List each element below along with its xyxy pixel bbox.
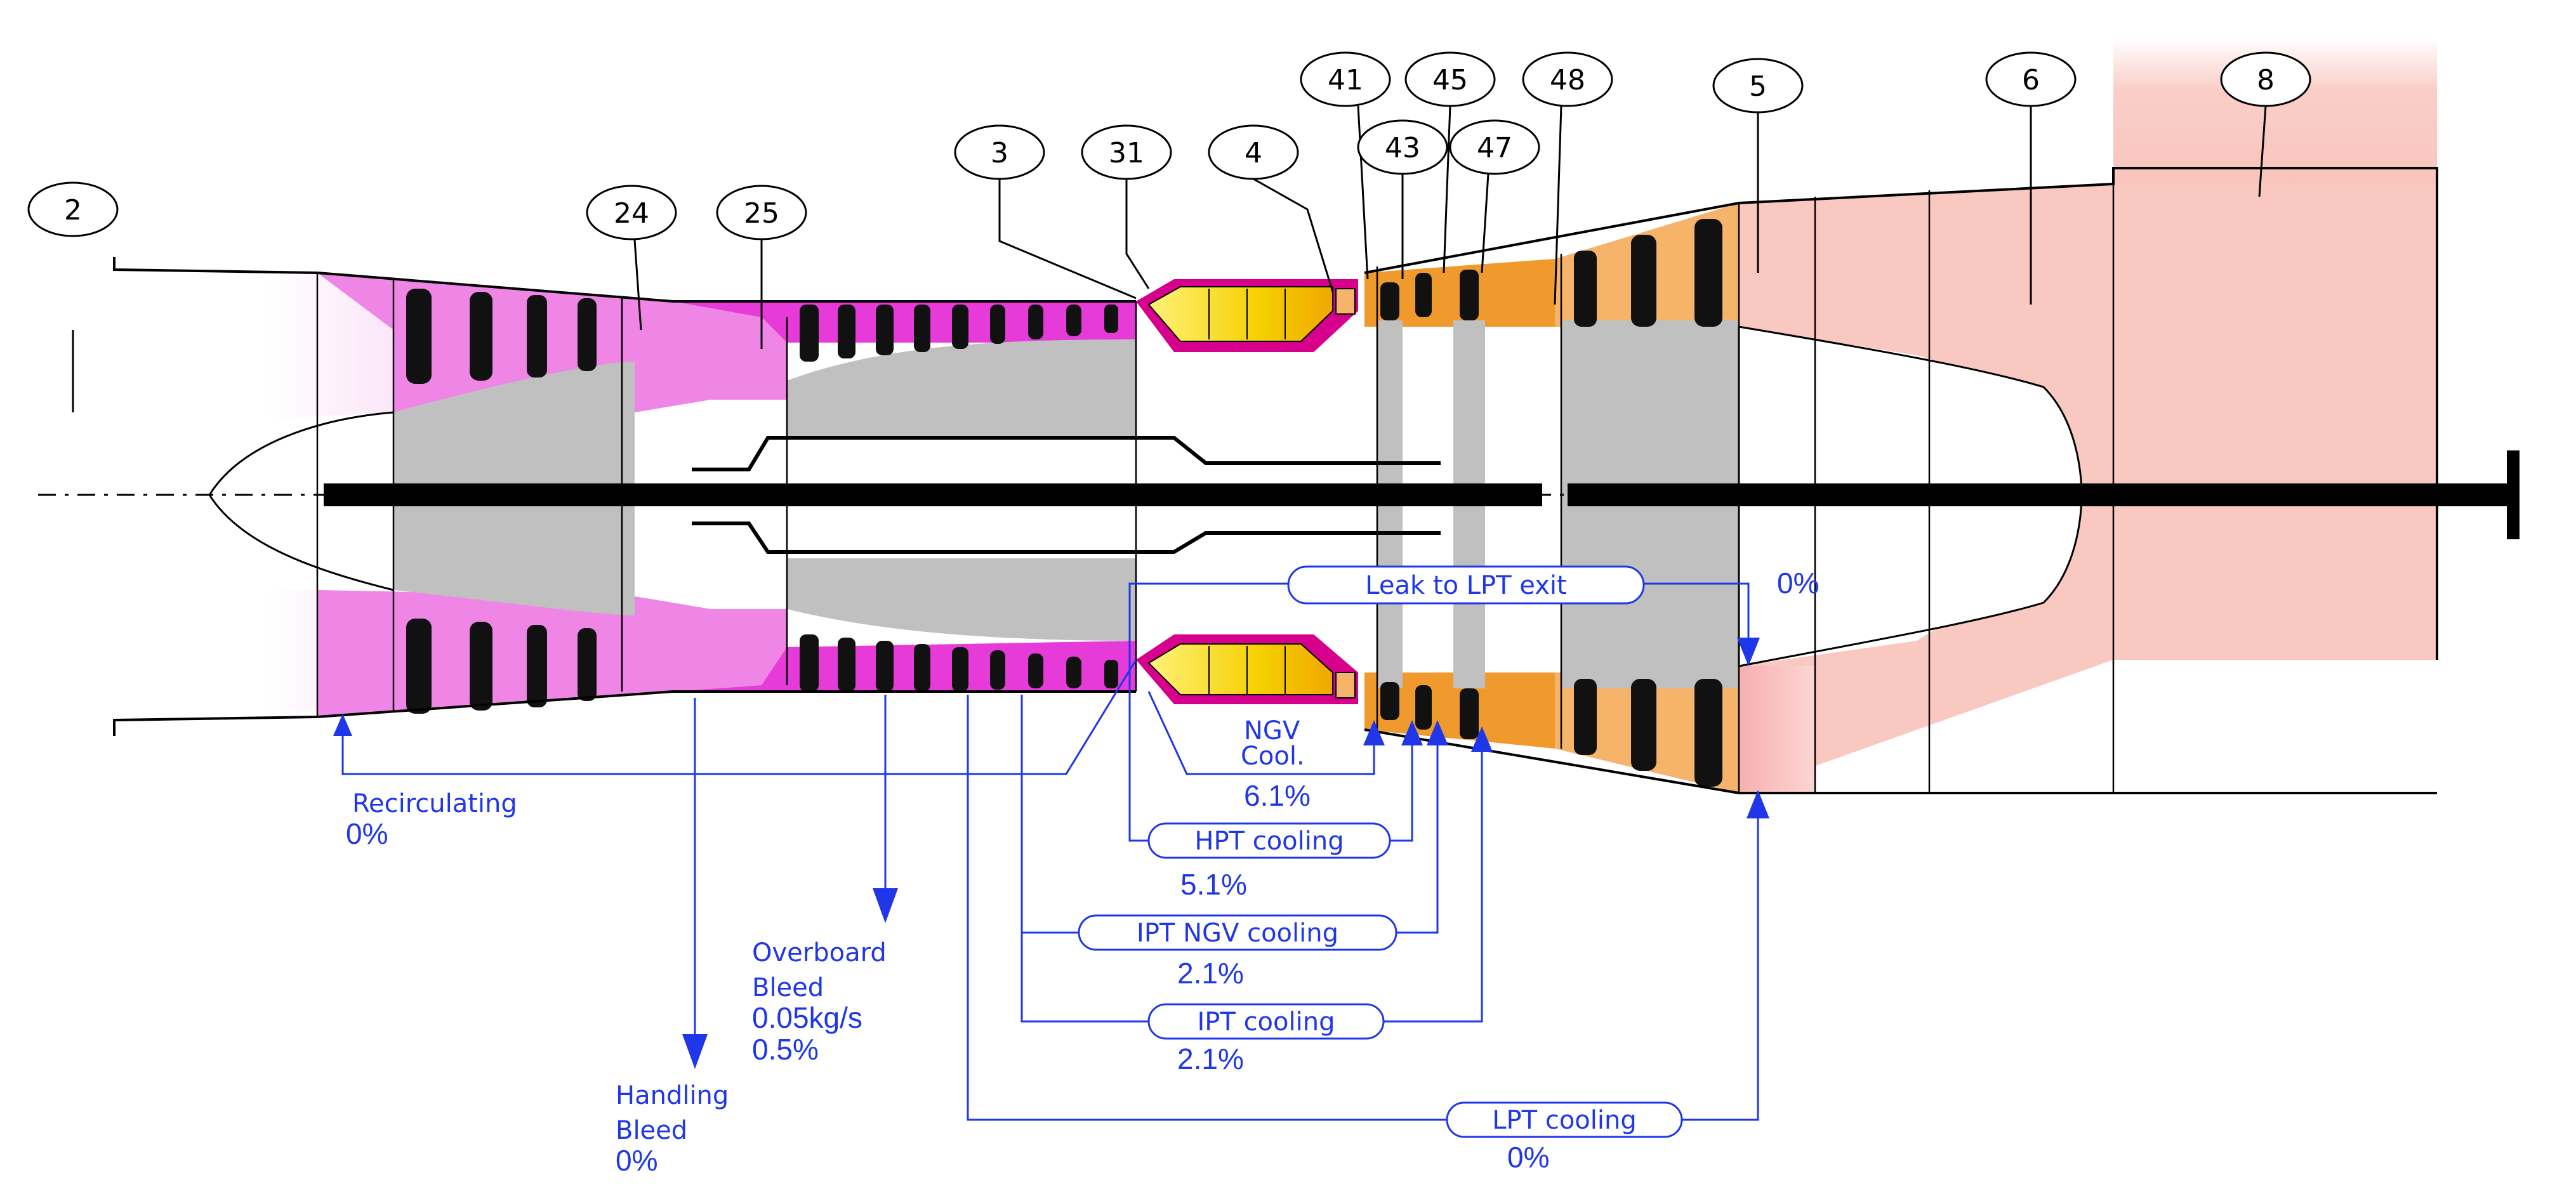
station-3: 3: [954, 124, 1137, 299]
station-2: 2: [27, 181, 119, 412]
station-5: 5: [1712, 58, 1804, 273]
lpt-cooling-flow: LPT cooling 0%: [967, 695, 1769, 1174]
svg-text:47: 47: [1477, 132, 1512, 164]
hpt-cooling-label: HPT cooling: [1194, 827, 1344, 856]
lp-shaft: [324, 483, 1542, 506]
svg-text:31: 31: [1109, 137, 1144, 169]
svg-text:41: 41: [1328, 64, 1363, 96]
ipt-ngv-cooling-box: [1078, 914, 1397, 951]
svg-text:43: 43: [1385, 132, 1420, 164]
lpt-exit-lower: [1739, 666, 1815, 793]
svg-text:25: 25: [744, 197, 779, 230]
shafts: [38, 436, 2520, 554]
compressor-blades-upper: [406, 289, 1118, 384]
svg-text:48: 48: [1550, 64, 1585, 96]
svg-text:45: 45: [1432, 64, 1468, 96]
recirculating-label: Recirculating: [352, 789, 517, 818]
compressor-blades-lower: [406, 619, 1118, 714]
hp-compressor-upper: [673, 301, 1136, 343]
recirculating-value: 0%: [346, 817, 388, 850]
ipt-cooling-box: [1147, 1003, 1385, 1040]
station-8: 8: [2220, 51, 2311, 197]
hpt-cooling-value: 5.1%: [1180, 868, 1247, 901]
station-4: 4: [1208, 124, 1334, 292]
svg-text:3: 3: [991, 137, 1008, 169]
svg-text:4: 4: [1245, 137, 1262, 169]
gas-path: [38, 38, 2520, 794]
hp-compressor-hub-lower: [787, 558, 1136, 641]
svg-text:6: 6: [2022, 64, 2040, 96]
hp-shaft-lower: [692, 522, 1441, 554]
ngv-cool-label-1: NGV: [1244, 716, 1300, 745]
ipt-ngv-cooling-value: 2.1%: [1177, 957, 1244, 990]
recirculating-flow: Recirculating 0%: [333, 659, 1137, 850]
handling-bleed-label-1: Handling: [616, 1081, 729, 1110]
overboard-bleed-flow: Overboard Bleed 0.05kg/s 0.5%: [752, 695, 898, 1066]
handling-bleed-label-2: Bleed: [616, 1116, 687, 1145]
ngv-cool-value: 6.1%: [1244, 779, 1311, 812]
turbine-blades: [1380, 219, 1722, 787]
svg-text:8: 8: [2257, 64, 2275, 96]
ipt-cooling-value: 2.1%: [1177, 1042, 1244, 1075]
lpt-cooling-value: 0%: [1507, 1141, 1549, 1174]
ngv-cool-flow: NGV Cool. 6.1%: [1147, 691, 1385, 812]
overboard-bleed-value: 0.5%: [752, 1033, 819, 1066]
leak-to-lpt-exit-value: 0%: [1777, 567, 1819, 600]
lp-shaft-rear: [1568, 483, 2513, 506]
ipt-cooling-label: IPT cooling: [1198, 1007, 1335, 1037]
handling-bleed-flow: Handling Bleed 0%: [616, 698, 729, 1177]
station-47: 47: [1449, 119, 1540, 273]
lp-compressor-lower: [317, 590, 787, 717]
svg-text:24: 24: [614, 197, 649, 230]
station-markers: 2 24 25 3 31 4 41: [27, 51, 2311, 412]
hp-compressor-hub: [787, 339, 1136, 438]
secondary-air-flows: Recirculating 0% Handling Bleed 0% Overb…: [333, 565, 1819, 1177]
combustor-lower: [1136, 634, 1358, 704]
ipt-cooling-flow: IPT cooling 2.1%: [1020, 726, 1493, 1075]
hpt-cooling-box: [1147, 822, 1391, 859]
hp-shaft-upper: [692, 436, 1441, 471]
overboard-bleed-label-1: Overboard: [752, 938, 887, 968]
overboard-bleed-label-2: Bleed: [752, 973, 824, 1002]
leak-to-lpt-exit-label: Leak to LPT exit: [1365, 571, 1566, 600]
station-41: 41: [1300, 51, 1391, 280]
station-31: 31: [1081, 124, 1172, 289]
station-48: 48: [1522, 51, 1613, 305]
ngv-cool-label-2: Cool.: [1241, 742, 1305, 771]
station-43: 43: [1357, 119, 1448, 279]
leak-to-lpt-exit-flow: Leak to LPT exit 0%: [1128, 565, 1819, 672]
combustor-upper: [1136, 279, 1358, 352]
hpt-cooling-flow: HPT cooling 5.1%: [1128, 672, 1423, 901]
lp-compressor-upper: [317, 273, 787, 412]
overboard-bleed-mass-flow: 0.05kg/s: [752, 1001, 862, 1034]
handling-bleed-value: 0%: [616, 1144, 657, 1177]
svg-text:2: 2: [64, 194, 82, 226]
station-6: 6: [1985, 51, 2077, 305]
station-45: 45: [1404, 51, 1496, 273]
lpt-cooling-label: LPT cooling: [1492, 1106, 1636, 1135]
station-24: 24: [586, 185, 677, 331]
leak-to-lpt-exit-box: [1287, 565, 1645, 605]
station-25: 25: [716, 185, 807, 349]
ipt-ngv-cooling-label: IPT NGV cooling: [1137, 919, 1338, 948]
hp-compressor-lower: [673, 641, 1136, 692]
svg-text:5: 5: [1749, 70, 1767, 103]
lpt-cooling-box: [1446, 1101, 1683, 1138]
